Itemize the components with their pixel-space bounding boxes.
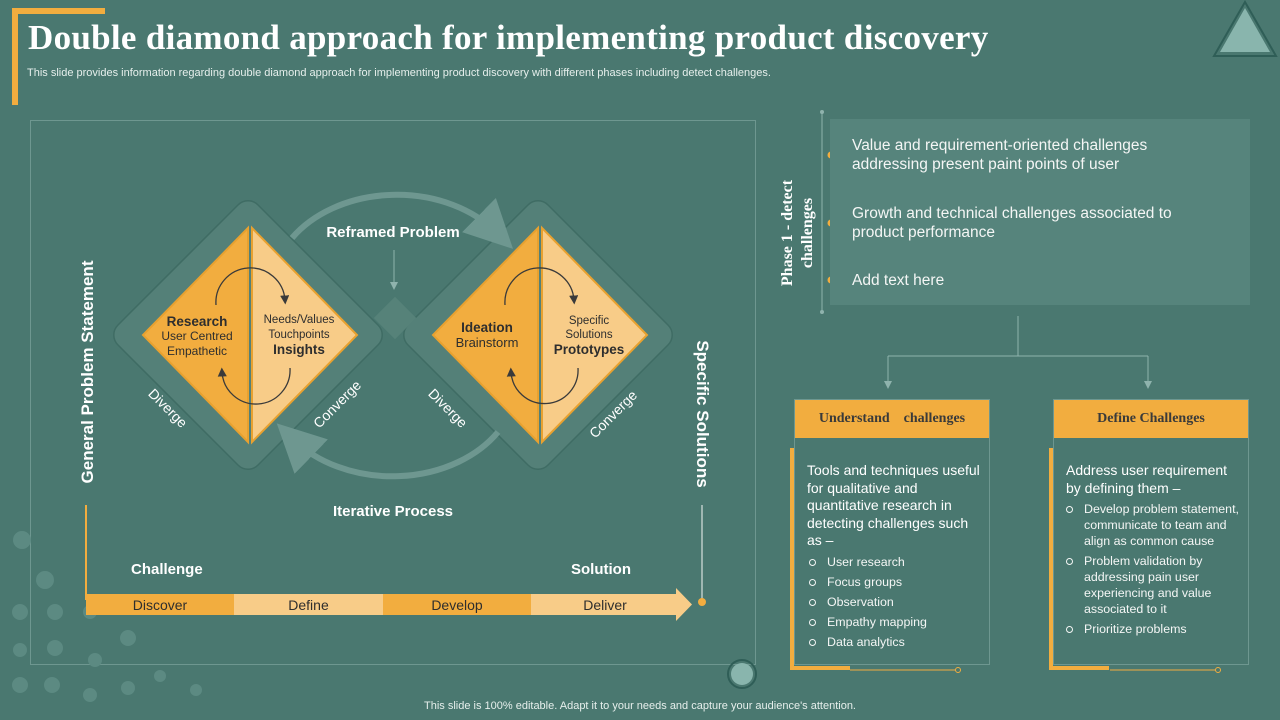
diamond2-left-text: Ideation Brainstorm bbox=[442, 320, 532, 351]
stage-discover: Discover bbox=[132, 597, 188, 613]
triangle-logo-icon bbox=[1212, 0, 1278, 57]
understand-challenges-list: User research Focus groups Observation E… bbox=[807, 554, 987, 654]
phase-item-2: Growth and technical challenges associat… bbox=[852, 205, 1172, 241]
stage-develop-bg bbox=[383, 594, 531, 615]
ideation-title: Ideation bbox=[461, 320, 513, 335]
prototypes-line2: Solutions bbox=[565, 329, 613, 341]
prototypes-title: Prototypes bbox=[553, 342, 625, 357]
phase-line-dot-top bbox=[820, 110, 824, 114]
right-axis-dot bbox=[698, 598, 706, 606]
diamond2-right-text: Specific Solutions Prototypes bbox=[544, 314, 634, 357]
phase-label-line1: Phase 1 - detect bbox=[779, 179, 796, 287]
list-item: Empathy mapping bbox=[807, 614, 987, 630]
footer-note: This slide is 100% editable. Adapt it to… bbox=[424, 700, 856, 712]
diamond1-left-text: Research User Centred Empathetic bbox=[152, 314, 242, 359]
phase-item-1: Value and requirement-oriented challenge… bbox=[852, 137, 1148, 173]
corner-accent-horizontal bbox=[12, 8, 105, 14]
card1-corner-horizontal bbox=[790, 666, 850, 670]
stage-deliver: Deliver bbox=[583, 597, 627, 613]
page-subtitle: This slide provides information regardin… bbox=[27, 67, 771, 79]
define-challenges-list: Develop problem statement, communicate t… bbox=[1064, 501, 1244, 641]
decor-ring bbox=[727, 659, 757, 689]
page-title: Double diamond approach for implementing… bbox=[28, 18, 989, 57]
understand-challenges-card: Understand challenges Tools and techniqu… bbox=[794, 399, 990, 665]
research-line2: Empathetic bbox=[166, 344, 228, 358]
define-challenges-card: Define Challenges Address user requireme… bbox=[1053, 399, 1249, 665]
diamond2-right-half bbox=[541, 225, 649, 445]
diamond2-cycle-arrow-top bbox=[504, 267, 579, 306]
phase-line-dot-bottom bbox=[820, 310, 824, 314]
decor-circle bbox=[731, 663, 753, 685]
iterative-arc-arrow bbox=[276, 423, 501, 480]
understand-challenges-header: Understand challenges bbox=[795, 400, 989, 438]
diamond2-cycle-arrow-bottom bbox=[506, 367, 579, 405]
stage-develop: Develop bbox=[431, 597, 483, 613]
phase-detail-box bbox=[830, 119, 1250, 305]
solution-label: Solution bbox=[571, 561, 631, 578]
phase-label: Phase 1 - detect challenges bbox=[778, 138, 824, 328]
card2-corner-vertical bbox=[1049, 448, 1053, 670]
phase-item-3: Add text here bbox=[852, 272, 945, 289]
list-item: Develop problem statement, communicate t… bbox=[1064, 501, 1244, 549]
ideation-line1: Brainstorm bbox=[455, 335, 519, 350]
define-challenges-intro: Address user requirement by defining the… bbox=[1066, 462, 1228, 496]
reframed-problem-label: Reframed Problem bbox=[326, 224, 460, 241]
corner-accent-vertical bbox=[12, 8, 18, 105]
insights-line1: Needs/Values bbox=[263, 314, 335, 326]
prototypes-line1: Specific bbox=[568, 315, 610, 327]
stage-discover-bg bbox=[86, 594, 234, 615]
phase-label-line2: challenges bbox=[799, 197, 816, 269]
list-item: Prioritize problems bbox=[1064, 621, 1244, 637]
insights-title: Insights bbox=[273, 342, 325, 357]
diagram-panel bbox=[30, 120, 756, 665]
decorative-dots bbox=[12, 531, 202, 702]
card-bottom-lines bbox=[850, 667, 1221, 673]
card2-corner-horizontal bbox=[1049, 666, 1109, 670]
research-line1: User Centred bbox=[161, 329, 233, 343]
diamond1-left-half bbox=[141, 225, 249, 445]
define-challenges-header: Define Challenges bbox=[1054, 400, 1248, 438]
list-item: Problem validation by addressing pain us… bbox=[1064, 553, 1244, 617]
stage-define-bg bbox=[234, 594, 383, 615]
insights-line2: Touchpoints bbox=[268, 328, 330, 341]
diamond1-cycle-arrow-top bbox=[215, 267, 290, 306]
diamond1-cycle-arrow-bottom bbox=[217, 367, 291, 405]
specific-solutions-label: Specific Solutions bbox=[693, 340, 712, 488]
iterative-process-label: Iterative Process bbox=[332, 503, 454, 520]
list-item: User research bbox=[807, 554, 987, 570]
understand-challenges-intro: Tools and techniques useful for qualitat… bbox=[807, 462, 980, 548]
stage-deliver-arrow bbox=[531, 588, 692, 621]
stage-define: Define bbox=[288, 597, 329, 613]
list-item: Observation bbox=[807, 594, 987, 610]
diamond1-right-text: Needs/Values Touchpoints Insights bbox=[254, 313, 344, 357]
list-item: Focus groups bbox=[807, 574, 987, 590]
research-title: Research bbox=[166, 314, 228, 329]
challenge-label: Challenge bbox=[131, 561, 203, 578]
list-item: Data analytics bbox=[807, 634, 987, 650]
card1-corner-vertical bbox=[790, 448, 794, 670]
reframed-arc-arrow bbox=[289, 191, 514, 249]
general-problem-statement-label: General Problem Statement bbox=[78, 260, 97, 484]
center-diamond bbox=[373, 296, 417, 340]
